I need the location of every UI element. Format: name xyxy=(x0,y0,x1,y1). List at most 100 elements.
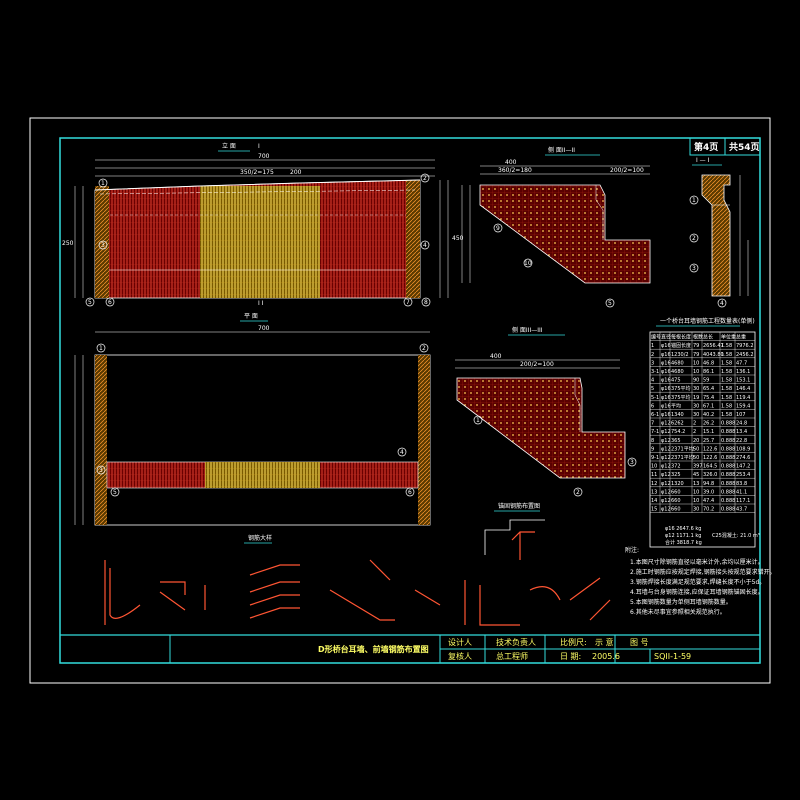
plan-right-wing xyxy=(418,355,430,525)
plan-outline xyxy=(94,354,431,526)
side-ii-dim-2: 360/2=180 xyxy=(498,167,532,174)
scale-label: 比例尺: xyxy=(560,637,587,647)
table-cell: 3 xyxy=(651,360,654,366)
rebar-detail-title: 钢筋大样 xyxy=(248,534,272,542)
side-ii-dim-3: 200/2=100 xyxy=(610,167,644,174)
scale-value: 示 意 xyxy=(595,637,614,647)
table-cell: φ12 xyxy=(661,472,671,478)
elevation-title: 立 面 xyxy=(222,142,236,150)
table-cell: 90 xyxy=(693,378,699,384)
side-iii-marker-3 xyxy=(627,457,637,467)
svg-text:3: 3 xyxy=(692,265,696,272)
table-cell: 2 xyxy=(651,352,654,358)
table-cell: 14 xyxy=(651,498,657,504)
plan-marker-6 xyxy=(405,487,415,497)
table-cell: 25.7 xyxy=(703,438,714,444)
svg-text:3: 3 xyxy=(630,459,634,466)
table-cell: 30 xyxy=(693,403,699,409)
table-cell: 79 xyxy=(693,343,699,349)
table-cell: 30 xyxy=(693,507,699,513)
note-3: 3.钢筋焊接长度满足规范要求,焊缝长度不小于5d。 xyxy=(630,578,765,586)
section-mark-i-bottom: I I xyxy=(258,300,264,307)
tech-lead-label: 技术负责人 xyxy=(496,637,536,647)
table-cell: 86.1 xyxy=(703,369,714,375)
note-1: 1.本图尺寸除钢筋直径以毫米计外,余均以厘米计。 xyxy=(630,558,764,566)
table-cell: 1340 xyxy=(671,412,684,418)
side-view-ii-title: 侧 面II—II xyxy=(548,146,575,154)
plan-title: 平 面 xyxy=(244,313,258,320)
table-header-cell: 每根长度 xyxy=(671,334,691,341)
table-cell: φ12 xyxy=(661,498,671,504)
table-header-cell: 根数 xyxy=(693,334,703,341)
table-cell: 4680 xyxy=(671,369,684,375)
table-cell: 75.4 xyxy=(703,395,714,401)
table-cell: 平均 xyxy=(671,402,681,409)
table-cell: φ12 xyxy=(661,464,671,470)
plan-marker-5 xyxy=(110,487,120,497)
table-cell: 122.6 xyxy=(703,446,717,452)
table-cell: 19 xyxy=(693,395,699,401)
table-cell: 83.8 xyxy=(736,481,747,487)
table-cell: 6 xyxy=(651,403,654,409)
side-ii-marker-10 xyxy=(523,258,533,268)
table-cell: 119.4 xyxy=(736,395,750,401)
table-cell: 253.4 xyxy=(736,472,750,478)
table-cell: 47.4 xyxy=(703,498,714,504)
table-cell: φ16 xyxy=(661,378,671,384)
table-cell: 10 xyxy=(693,498,699,504)
table-cell: 70.2 xyxy=(703,507,714,513)
quantity-table-title: 一个桥台耳墙钢筋工程数量表(单侧) xyxy=(660,317,755,325)
table-cell: 40.2 xyxy=(703,412,714,418)
table-cell: φ16 xyxy=(661,352,671,358)
table-cell: φ16 xyxy=(661,343,671,349)
table-cell: 1.58 xyxy=(721,386,732,392)
anchor-detail-title: 锚固钢筋布置图 xyxy=(498,502,540,510)
table-cell: 1.58 xyxy=(721,403,732,409)
side-view-ii: 侧 面II—II 400 360/2=180 200/2=100 450 9 1… xyxy=(452,146,651,308)
summary-phi12: φ12 1171.1 kg xyxy=(665,533,701,539)
elevation-right-edge xyxy=(406,180,420,298)
plan-marker-4 xyxy=(397,447,407,457)
table-cell: 30 xyxy=(693,386,699,392)
table-cell: 1.58 xyxy=(721,395,732,401)
table-cell: 0.888 xyxy=(721,489,735,495)
table-cell: 22.8 xyxy=(736,438,747,444)
table-cell: 0.888 xyxy=(721,455,735,461)
elevation-marker-3 xyxy=(98,240,108,250)
table-header-cell: 总重 xyxy=(736,334,746,341)
svg-text:5: 5 xyxy=(88,299,92,306)
inner-frame xyxy=(59,137,761,664)
svg-text:1: 1 xyxy=(101,180,105,187)
table-cell: 15 xyxy=(651,507,657,513)
section-i-body xyxy=(701,174,731,297)
table-cell: 1.58 xyxy=(721,412,732,418)
elevation-wall-yellow-band xyxy=(200,186,320,298)
concrete-volume: C25混凝土: 21.0 m³ xyxy=(712,532,760,539)
table-cell: 2656.47 xyxy=(703,343,724,349)
section-i-marker-1 xyxy=(689,195,699,205)
table-cell: 5-1 xyxy=(651,395,659,401)
table-cell: 0.888 xyxy=(721,446,735,452)
table-cell: 50 xyxy=(693,455,699,461)
table-cell: 59 xyxy=(703,378,709,384)
table-cell: 660 xyxy=(671,489,681,495)
table-cell: 24.8 xyxy=(736,421,747,427)
page-number: 第4页 xyxy=(694,141,718,153)
table-cell: φ12 xyxy=(661,455,671,461)
table-cell: 164.5 xyxy=(703,464,717,470)
elevation-view: 立 面 I I I 700 350/2=175 200 250 1 2 3 xyxy=(62,142,449,307)
table-cell: 9 xyxy=(651,446,654,452)
table-cell: 65.4 xyxy=(703,386,714,392)
table-cell: 4680 xyxy=(671,360,684,366)
svg-text:1: 1 xyxy=(476,417,480,424)
table-cell: 43.7 xyxy=(736,507,747,513)
rebar-details: 钢筋大样 xyxy=(104,534,611,626)
svg-text:4: 4 xyxy=(423,242,427,249)
table-cell: 2371平均 xyxy=(671,445,694,452)
table-cell: φ16 xyxy=(661,395,671,401)
plan-front-wall-yellow xyxy=(205,462,320,488)
section-i-marker-3 xyxy=(689,263,699,273)
table-cell: 1.58 xyxy=(721,369,732,375)
table-cell: 2456.2 xyxy=(736,352,754,358)
table-cell: 30 xyxy=(693,412,699,418)
